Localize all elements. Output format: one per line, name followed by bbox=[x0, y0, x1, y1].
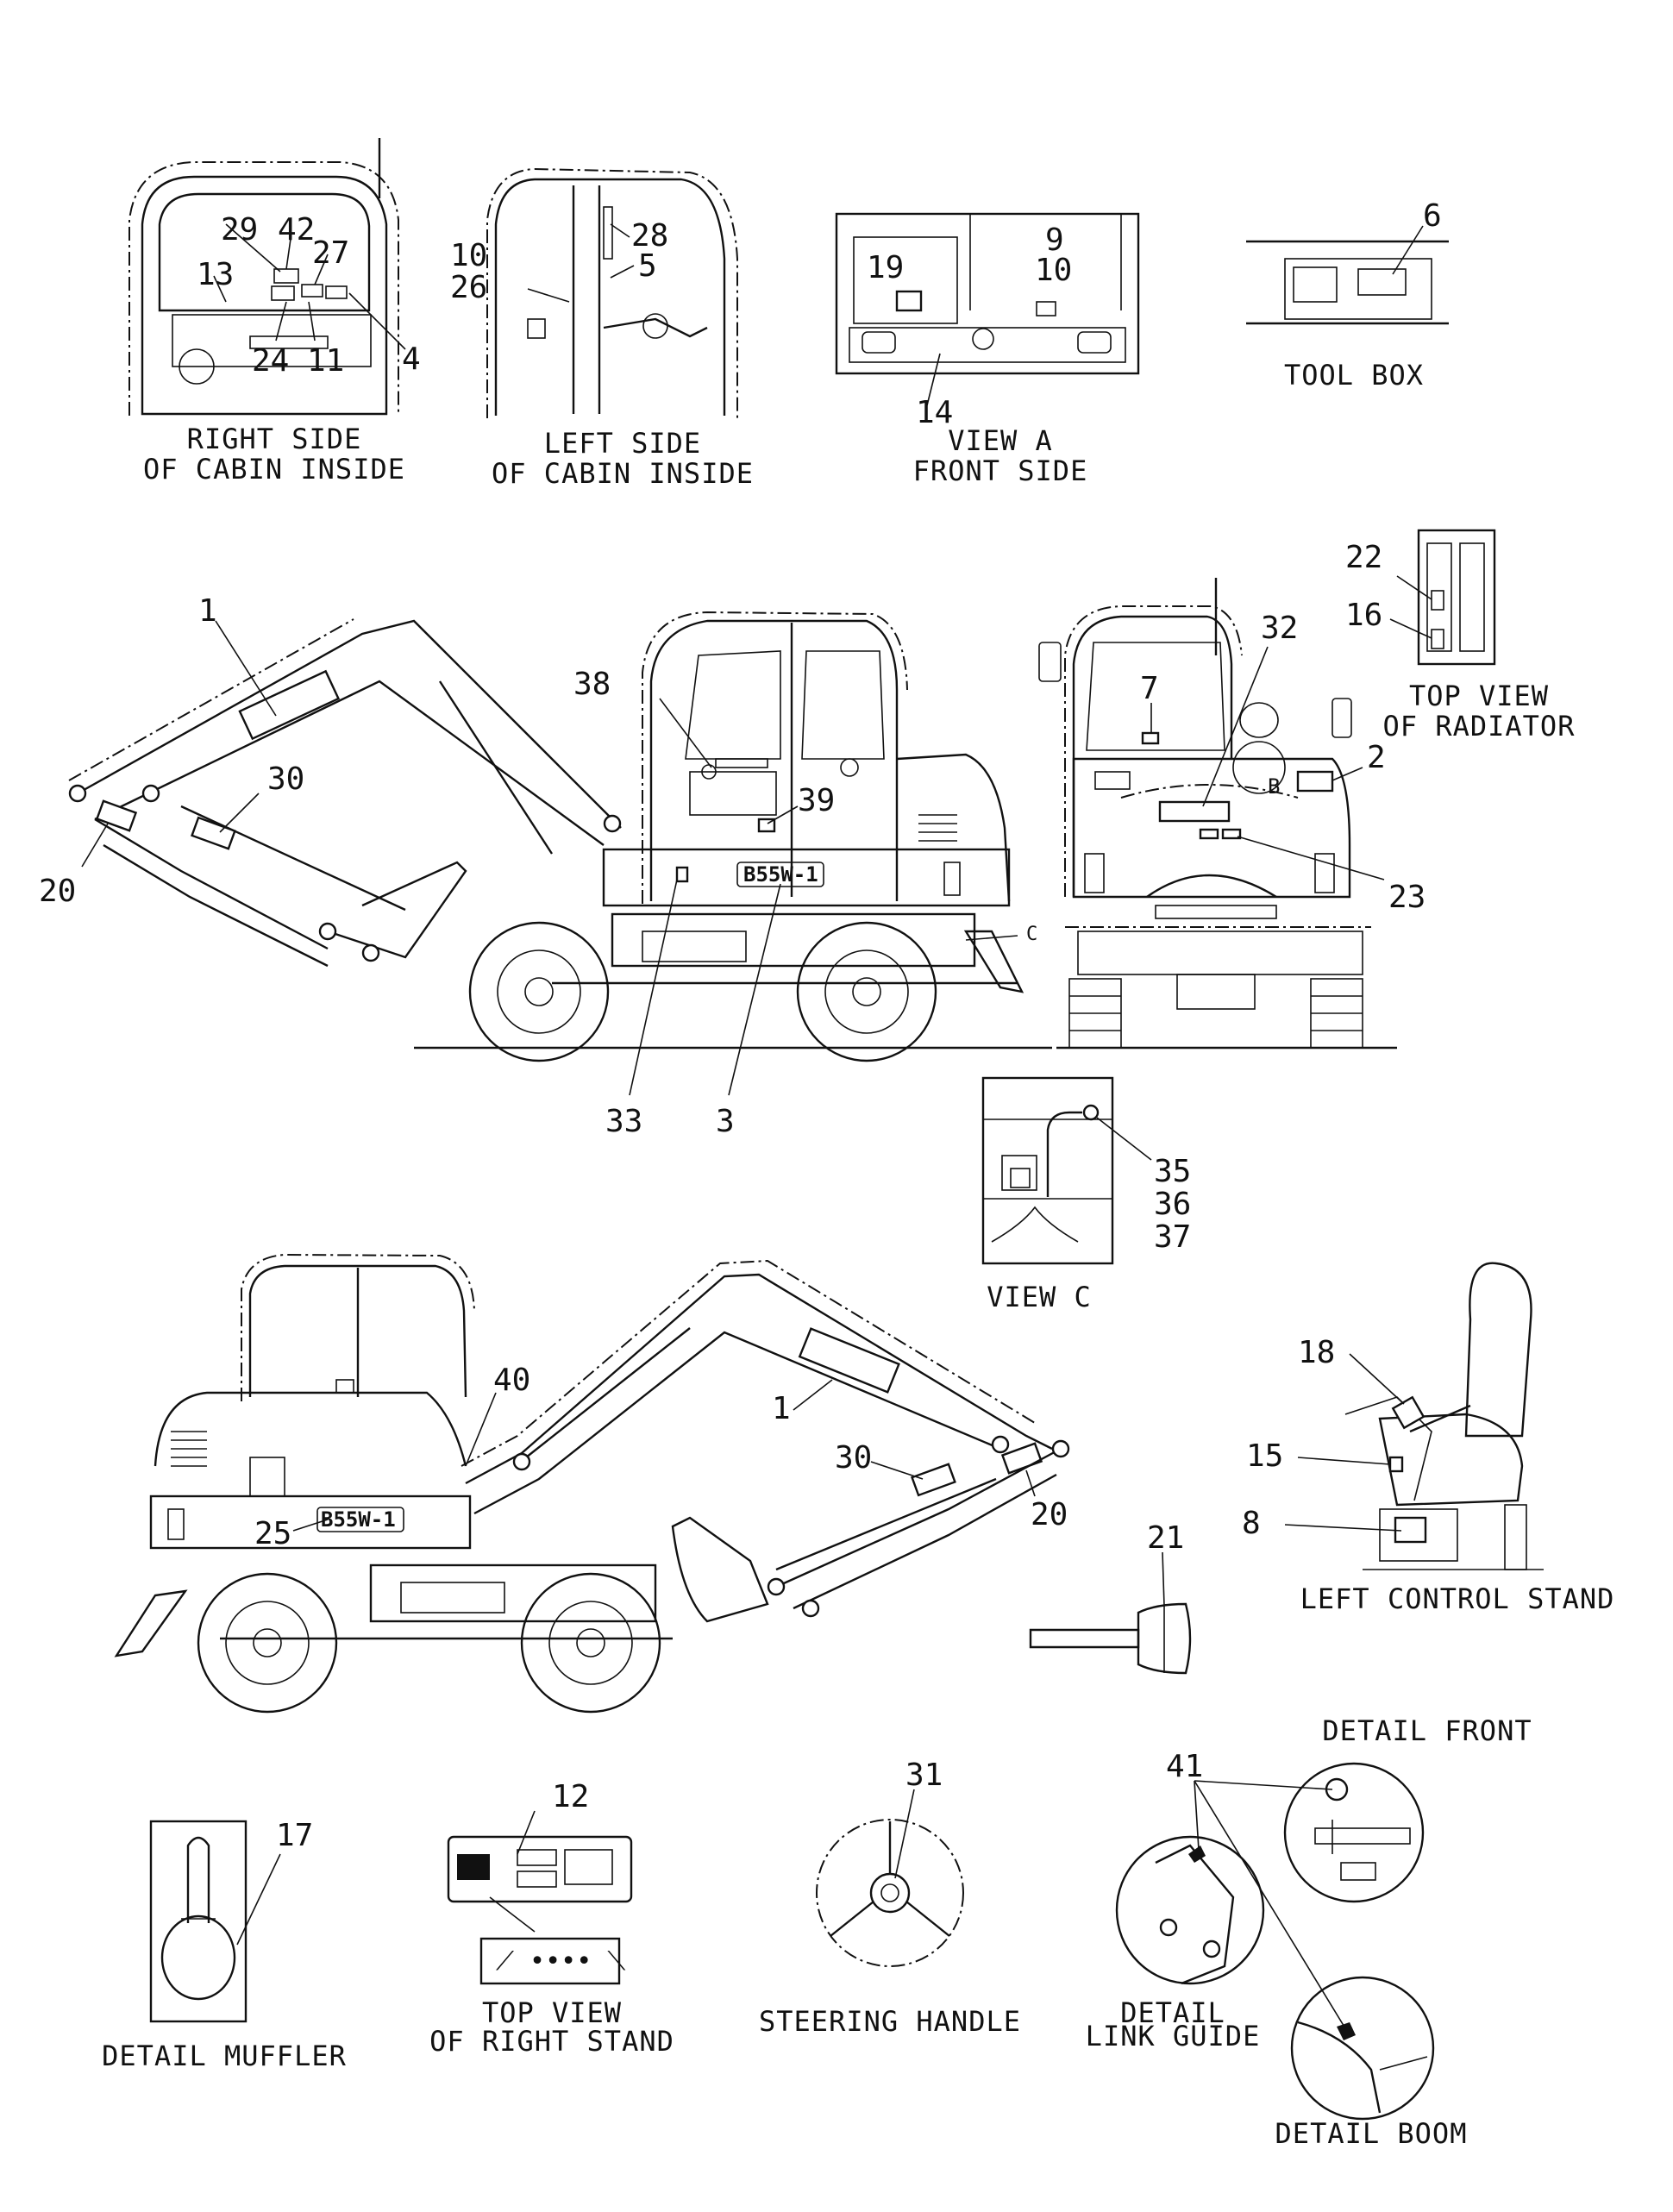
left-control-stand: 18 15 8 LEFT CONTROL STAND bbox=[1242, 1262, 1615, 1615]
callout-35: 35 bbox=[1154, 1154, 1191, 1189]
callout-26: 26 bbox=[450, 270, 487, 305]
callout-30-side: 30 bbox=[267, 761, 304, 797]
callout-30-lower: 30 bbox=[835, 1440, 872, 1476]
caption-link-guide-line1: DETAIL bbox=[1120, 1996, 1225, 2029]
view-a-front-side: 9 10 19 14 VIEW A FRONT SIDE bbox=[835, 212, 1140, 487]
callout-27: 27 bbox=[312, 235, 349, 271]
steering-handle: 31 STEERING HANDLE bbox=[759, 1758, 1021, 2038]
caption-right-cabin-line1: RIGHT SIDE bbox=[187, 423, 362, 455]
machine-rear-view: B 7 32 2 23 bbox=[1038, 578, 1425, 1050]
callout-39: 39 bbox=[798, 783, 835, 818]
caption-left-cabin-line2: OF CABIN INSIDE bbox=[492, 457, 754, 490]
caption-detail-front: DETAIL FRONT bbox=[1322, 1714, 1532, 1747]
callout-1-side: 1 bbox=[198, 593, 217, 629]
callout-12: 12 bbox=[552, 1779, 589, 1814]
callout-25: 25 bbox=[254, 1516, 291, 1551]
caption-link-guide-line2: LINK GUIDE bbox=[1086, 2020, 1261, 2052]
caption-right-stand-line1: TOP VIEW bbox=[482, 1996, 622, 2029]
stand-decal-symbols: ⟋ •••• ⟍ bbox=[496, 1946, 625, 1977]
lever-grip-view: 21 bbox=[1029, 1520, 1192, 1675]
callout-10-left-cabin: 10 bbox=[450, 238, 487, 273]
caption-tool-box: TOOL BOX bbox=[1284, 359, 1424, 392]
callout-32: 32 bbox=[1261, 611, 1298, 646]
callout-4: 4 bbox=[402, 342, 421, 377]
callout-6: 6 bbox=[1423, 198, 1442, 234]
callout-14: 14 bbox=[916, 395, 953, 430]
callout-20-lower: 20 bbox=[1031, 1497, 1068, 1532]
tool-box-view: 6 TOOL BOX bbox=[1246, 198, 1449, 392]
right-cabin-inside-view: 29 42 27 13 24 11 4 RIGHT SIDE OF CABIN … bbox=[128, 138, 421, 486]
callout-29: 29 bbox=[221, 212, 258, 248]
callout-41: 41 bbox=[1166, 1749, 1203, 1784]
callout-20-side: 20 bbox=[39, 874, 76, 909]
callout-17: 17 bbox=[276, 1818, 313, 1853]
callout-10-view-a: 10 bbox=[1035, 253, 1072, 288]
caption-detail-boom: DETAIL BOOM bbox=[1275, 2117, 1468, 2150]
callout-40: 40 bbox=[493, 1363, 530, 1398]
callout-1-lower: 1 bbox=[772, 1391, 791, 1426]
callout-15: 15 bbox=[1246, 1438, 1283, 1474]
caption-view-a-line2: FRONT SIDE bbox=[913, 454, 1088, 487]
callout-19: 19 bbox=[867, 250, 904, 285]
callout-42: 42 bbox=[278, 212, 315, 248]
callout-28: 28 bbox=[631, 218, 668, 254]
machine-side-view-lower: B55W-1 40 1 bbox=[114, 1253, 1070, 1714]
top-view-right-stand: ⟋ •••• ⟍ 12 TOP VIEW OF RIGHT STAND bbox=[429, 1779, 674, 2058]
left-cabin-inside-view: 10 26 28 5 LEFT SIDE OF CABIN INSIDE bbox=[450, 167, 754, 490]
caption-top-radiator-line1: TOP VIEW bbox=[1409, 680, 1549, 712]
detail-muffler: 17 DETAIL MUFFLER bbox=[102, 1818, 347, 2072]
callout-23: 23 bbox=[1388, 880, 1425, 915]
callout-5: 5 bbox=[638, 248, 657, 284]
callout-33: 33 bbox=[605, 1104, 642, 1139]
caption-view-c: VIEW C bbox=[987, 1281, 1092, 1313]
caption-right-cabin-line2: OF CABIN INSIDE bbox=[143, 453, 405, 486]
callout-36: 36 bbox=[1154, 1187, 1191, 1222]
callout-24: 24 bbox=[252, 343, 289, 379]
callout-2: 2 bbox=[1367, 740, 1386, 775]
callout-18: 18 bbox=[1298, 1335, 1335, 1370]
caption-right-stand-line2: OF RIGHT STAND bbox=[429, 2025, 674, 2058]
callout-22: 22 bbox=[1345, 540, 1382, 575]
callout-37: 37 bbox=[1154, 1219, 1191, 1255]
callout-7: 7 bbox=[1140, 671, 1159, 706]
detail-link-guide-group: DETAIL LINK GUIDE DETAIL FRONT DETAIL BO… bbox=[1086, 1714, 1532, 2150]
view-c: 35 36 37 VIEW C bbox=[981, 1076, 1191, 1313]
callout-9: 9 bbox=[1045, 222, 1064, 258]
model-badge-upper: B55W-1 bbox=[743, 862, 818, 887]
marker-b: B bbox=[1268, 774, 1280, 799]
callout-21: 21 bbox=[1147, 1520, 1184, 1556]
callout-31: 31 bbox=[905, 1758, 943, 1793]
caption-detail-muffler: DETAIL MUFFLER bbox=[102, 2040, 347, 2072]
caption-left-control-stand: LEFT CONTROL STAND bbox=[1300, 1582, 1615, 1615]
machine-side-view-upper: B55W-1 C 1 30 20 38 39 33 3 bbox=[39, 593, 1052, 1139]
callout-3: 3 bbox=[716, 1104, 735, 1139]
top-view-radiator: 22 16 TOP VIEW OF RADIATOR bbox=[1345, 529, 1576, 743]
callout-16: 16 bbox=[1345, 598, 1382, 633]
model-badge-lower: B55W-1 bbox=[321, 1507, 396, 1532]
callout-13: 13 bbox=[197, 257, 234, 292]
caption-top-radiator-line2: OF RADIATOR bbox=[1383, 710, 1576, 743]
callout-38: 38 bbox=[573, 667, 611, 702]
callout-11: 11 bbox=[307, 343, 344, 379]
caption-left-cabin-line1: LEFT SIDE bbox=[544, 427, 701, 460]
caption-steering-handle: STEERING HANDLE bbox=[759, 2005, 1021, 2038]
caption-view-a-line1: VIEW A bbox=[948, 424, 1053, 457]
callout-8: 8 bbox=[1242, 1506, 1261, 1541]
marker-c: C bbox=[1026, 924, 1037, 945]
